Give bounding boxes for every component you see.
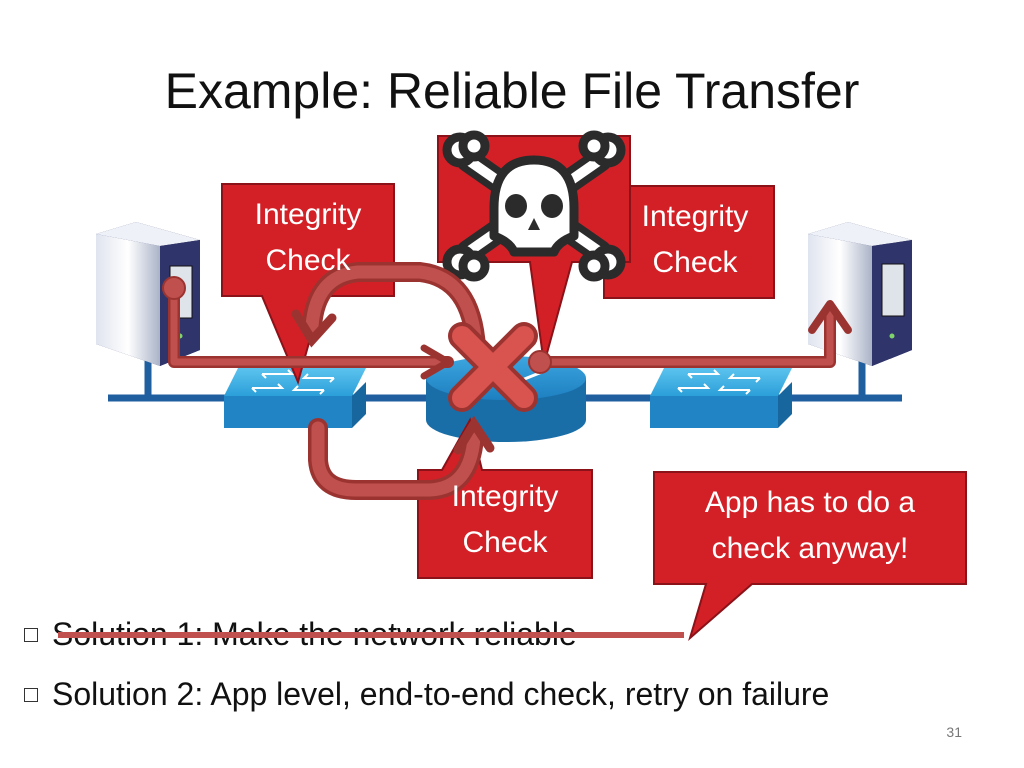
bottom-callout-line1: Integrity <box>451 480 559 513</box>
bullet-solution-2: Solution 2: App level, end-to-end check,… <box>24 676 829 713</box>
app-callout-text: App has to do a check anyway! <box>654 480 966 572</box>
app-check-callout <box>653 471 967 642</box>
failure-x-icon <box>448 322 538 412</box>
right-callout-line1: Integrity <box>641 200 749 233</box>
bottom-callout-line2: Check <box>462 526 548 559</box>
retry-loop-bottom <box>308 415 495 500</box>
right-switch-icon <box>650 368 792 428</box>
right-callout-text: Integrity Check <box>616 194 774 286</box>
bullet-text: Solution 2: App level, end-to-end check,… <box>52 676 830 712</box>
left-callout-text: Integrity Check <box>222 192 394 284</box>
bottom-callout-text: Integrity Check <box>418 474 592 566</box>
strikethrough-line <box>58 632 684 638</box>
app-callout-line1: App has to do a <box>704 486 916 519</box>
retry-loop-top <box>291 262 486 358</box>
left-callout-line2: Check <box>265 244 351 277</box>
left-callout-line1: Integrity <box>254 198 362 231</box>
bullet-box-icon <box>24 687 38 702</box>
data-path <box>162 276 852 380</box>
bullet-box-icon <box>24 627 38 642</box>
skull-crossbones-icon <box>442 130 626 282</box>
right-server-icon <box>808 222 912 366</box>
app-callout-line2: check anyway! <box>711 532 909 565</box>
slide-title: Example: Reliable File Transfer <box>164 63 860 119</box>
page-number: 31 <box>946 724 962 740</box>
right-callout-line2: Check <box>652 246 738 279</box>
left-server-icon <box>96 222 200 366</box>
